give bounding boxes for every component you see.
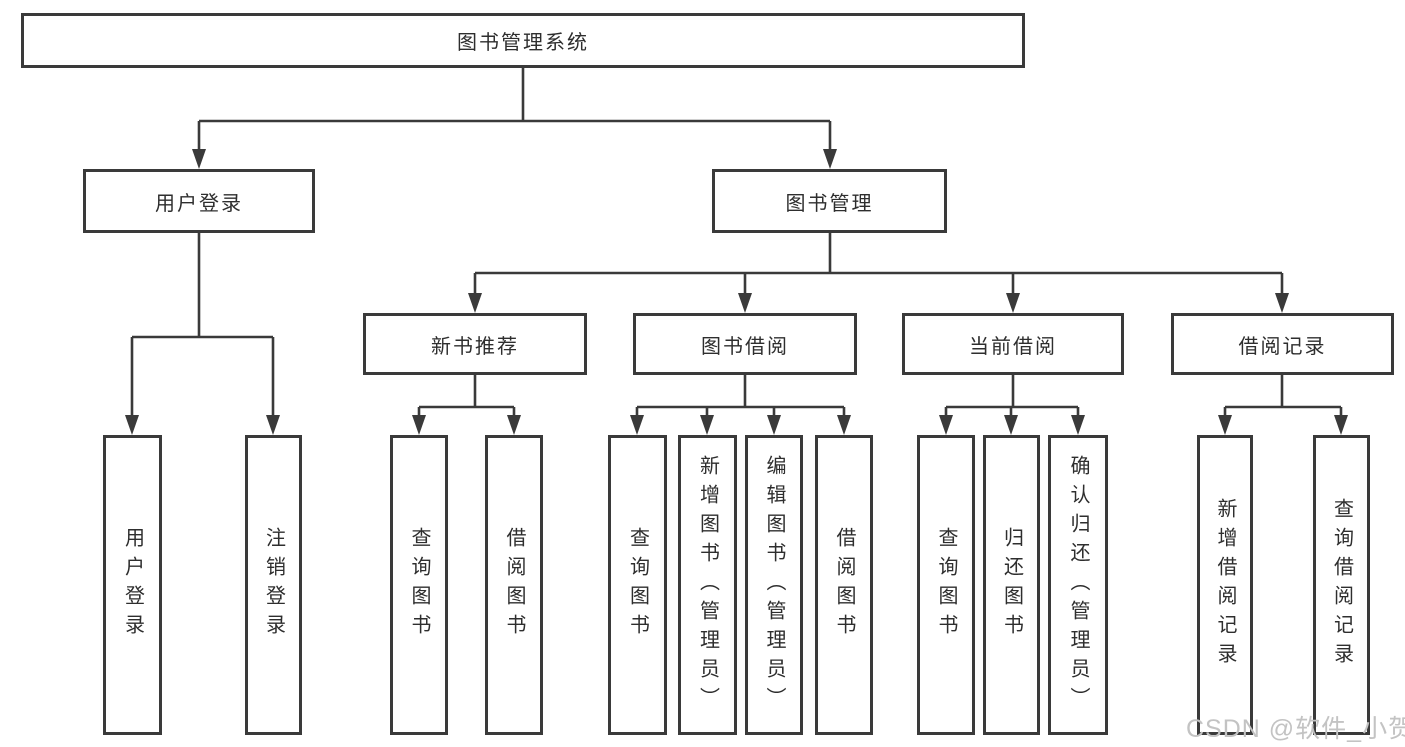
- leaf-borrow-book-recommend: 借阅图书: [485, 435, 543, 735]
- leaf-user-login: 用户登录: [103, 435, 162, 735]
- leaf-return-book: 归还图书: [983, 435, 1040, 735]
- leaf-add-borrow-record: 新增借阅记录: [1197, 435, 1253, 735]
- leaf-query-borrow-record: 查询借阅记录: [1313, 435, 1370, 735]
- node-user-login: 用户登录: [83, 169, 315, 233]
- leaf-confirm-return-admin: 确认归还（管理员）: [1048, 435, 1108, 735]
- leaf-borrow-book: 借阅图书: [815, 435, 873, 735]
- leaf-edit-book-admin: 编辑图书（管理员）: [745, 435, 803, 735]
- leaf-query-book-borrow: 查询图书: [608, 435, 667, 735]
- leaf-add-book-admin: 新增图书（管理员）: [678, 435, 737, 735]
- node-book-borrow: 图书借阅: [633, 313, 857, 375]
- watermark: CSDN @软件_小贺同学: [1186, 715, 1405, 743]
- node-borrow-record: 借阅记录: [1171, 313, 1394, 375]
- node-book-management: 图书管理: [712, 169, 947, 233]
- leaf-logout: 注销登录: [245, 435, 302, 735]
- node-new-book-recommend: 新书推荐: [363, 313, 587, 375]
- leaf-query-book-recommend: 查询图书: [390, 435, 448, 735]
- node-current-borrow: 当前借阅: [902, 313, 1124, 375]
- node-root: 图书管理系统: [21, 13, 1025, 68]
- leaf-query-book-current: 查询图书: [917, 435, 975, 735]
